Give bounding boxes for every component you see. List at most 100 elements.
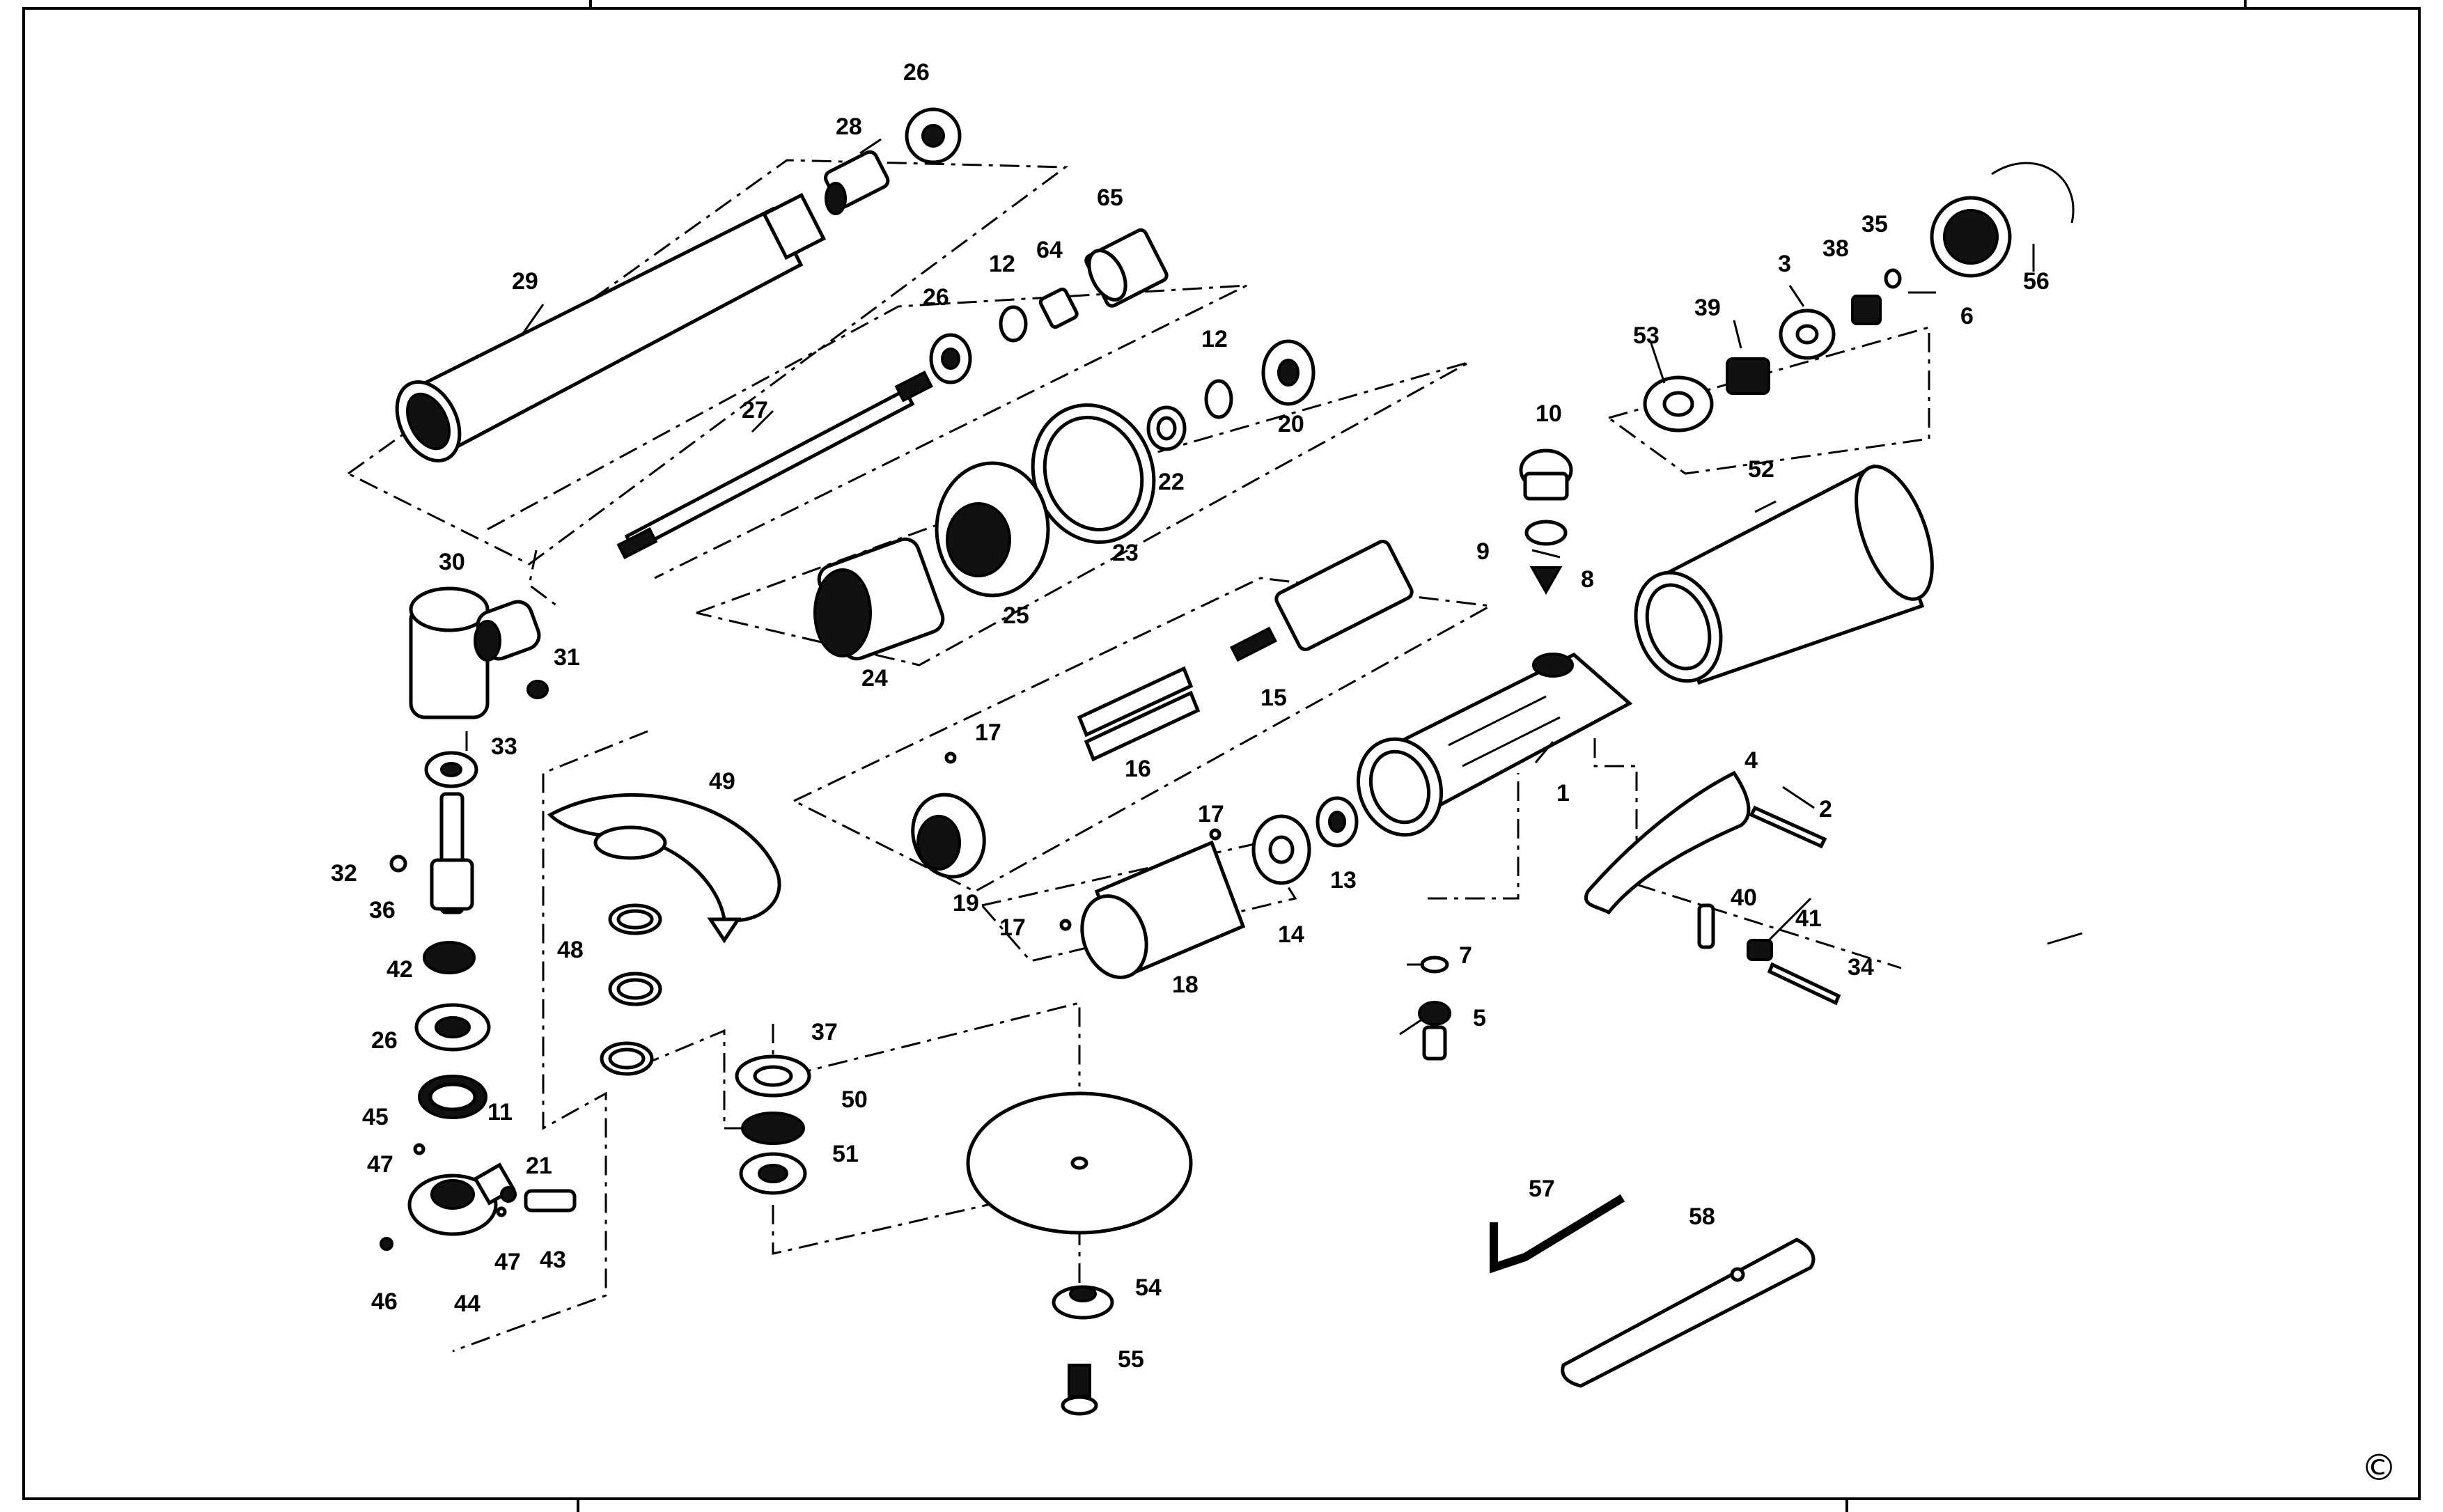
callout-24: 24 (861, 665, 888, 692)
leader-lines (521, 138, 2083, 1036)
callout-53: 53 (1633, 322, 1660, 349)
vanes (1077, 666, 1201, 762)
callout-47b: 47 (494, 1249, 521, 1275)
inlet-fitting (1418, 1001, 1451, 1061)
callout-17b: 17 (1198, 801, 1224, 827)
callout-15: 15 (1260, 685, 1287, 711)
callout-64: 64 (1036, 237, 1063, 263)
callout-1: 1 (1556, 780, 1570, 806)
callout-41: 41 (1795, 905, 1822, 932)
callout-46: 46 (371, 1288, 398, 1315)
key-part (389, 855, 407, 873)
callout-26b: 26 (923, 284, 949, 311)
callout-21: 21 (526, 1153, 552, 1179)
callout-17c: 17 (999, 914, 1026, 941)
callout-6: 6 (1960, 303, 1974, 329)
callout-30: 30 (439, 549, 465, 575)
callout-57: 57 (1529, 1176, 1555, 1202)
clamp-nut (1052, 1285, 1114, 1320)
motor-housing (1356, 653, 1633, 837)
ball-part (500, 1186, 517, 1203)
bevel-gear (423, 941, 476, 974)
callout-39: 39 (1694, 295, 1721, 321)
callout-16: 16 (1125, 756, 1151, 782)
spanner (1561, 1238, 1816, 1388)
bearing-part (424, 751, 478, 788)
ring-part (1031, 403, 1156, 544)
callout-44: 44 (454, 1291, 481, 1317)
callout-13: 13 (1330, 867, 1357, 894)
outer-flange (739, 1152, 807, 1195)
washer-part (1643, 375, 1714, 432)
spindle (430, 792, 474, 914)
callout-31: 31 (554, 644, 580, 671)
callout-42: 42 (387, 956, 413, 983)
rotor (1230, 539, 1414, 662)
bearing-right (1261, 339, 1316, 406)
callout-29: 29 (512, 268, 538, 295)
callout-12a: 12 (989, 251, 1015, 277)
cylinder (1080, 840, 1246, 979)
callout-35: 35 (1861, 211, 1888, 237)
housing-nut-part (813, 537, 945, 661)
extension-housing (395, 192, 826, 462)
o-ring (1524, 520, 1568, 546)
callout-19: 19 (953, 890, 979, 917)
bearing-lower (414, 1003, 491, 1052)
callout-56: 56 (2023, 268, 2050, 295)
callout-45: 45 (362, 1104, 389, 1130)
bushing-part (1146, 405, 1187, 451)
bearing-retainer (418, 1075, 487, 1119)
coupling-part (824, 150, 890, 215)
pin-part (496, 1206, 507, 1217)
snap-ring (999, 305, 1028, 343)
rear-bearing (1316, 796, 1359, 848)
callout-43: 43 (540, 1247, 566, 1273)
callout-labels: 1 2 3 4 5 6 7 8 9 10 11 12 12 13 14 15 1… (331, 59, 2050, 1373)
callout-26a: 26 (903, 59, 930, 86)
lever-pin (1749, 805, 1827, 849)
retaining-ring (1991, 162, 2075, 224)
pin-part (1059, 919, 1072, 931)
callout-14: 14 (1278, 921, 1304, 948)
pin-part (413, 1143, 426, 1155)
rear-end-plate (1251, 814, 1311, 885)
callout-11: 11 (487, 1099, 513, 1125)
callout-34: 34 (1848, 954, 1874, 981)
grinding-disc (966, 1091, 1193, 1235)
snap-ring (1204, 379, 1233, 419)
bolt-part (1061, 1364, 1098, 1416)
inner-flange (741, 1112, 805, 1145)
spring-part (1747, 939, 1773, 961)
callout-2: 2 (1819, 796, 1832, 823)
callout-4: 4 (1745, 747, 1758, 774)
cap-screw (1519, 449, 1573, 501)
flange-part (735, 1054, 811, 1098)
guard-mount (407, 1162, 516, 1236)
callout-36: 36 (369, 897, 396, 923)
callout-20: 20 (1278, 411, 1304, 437)
callout-48: 48 (557, 937, 584, 963)
assembly-guide-lines (348, 159, 1930, 1353)
callout-22: 22 (1158, 469, 1185, 495)
callout-55: 55 (1118, 1346, 1144, 1373)
callout-12b: 12 (1201, 326, 1228, 352)
callout-32: 32 (331, 860, 357, 887)
callout-23: 23 (1112, 540, 1139, 566)
callout-50: 50 (841, 1086, 868, 1113)
bearing-top (905, 107, 962, 164)
callout-3: 3 (1778, 251, 1791, 277)
callout-33: 33 (491, 733, 517, 760)
sleeve-part (1084, 228, 1169, 308)
valve-stem (1697, 903, 1715, 949)
callout-65: 65 (1097, 185, 1123, 211)
o-ring (1420, 956, 1449, 974)
valve-part (1726, 357, 1770, 395)
callout-38: 38 (1823, 235, 1849, 262)
shim-set (600, 903, 662, 1076)
callout-9: 9 (1476, 538, 1490, 565)
callout-40: 40 (1731, 884, 1757, 911)
callout-49: 49 (709, 768, 735, 795)
callout-52: 52 (1748, 456, 1774, 483)
